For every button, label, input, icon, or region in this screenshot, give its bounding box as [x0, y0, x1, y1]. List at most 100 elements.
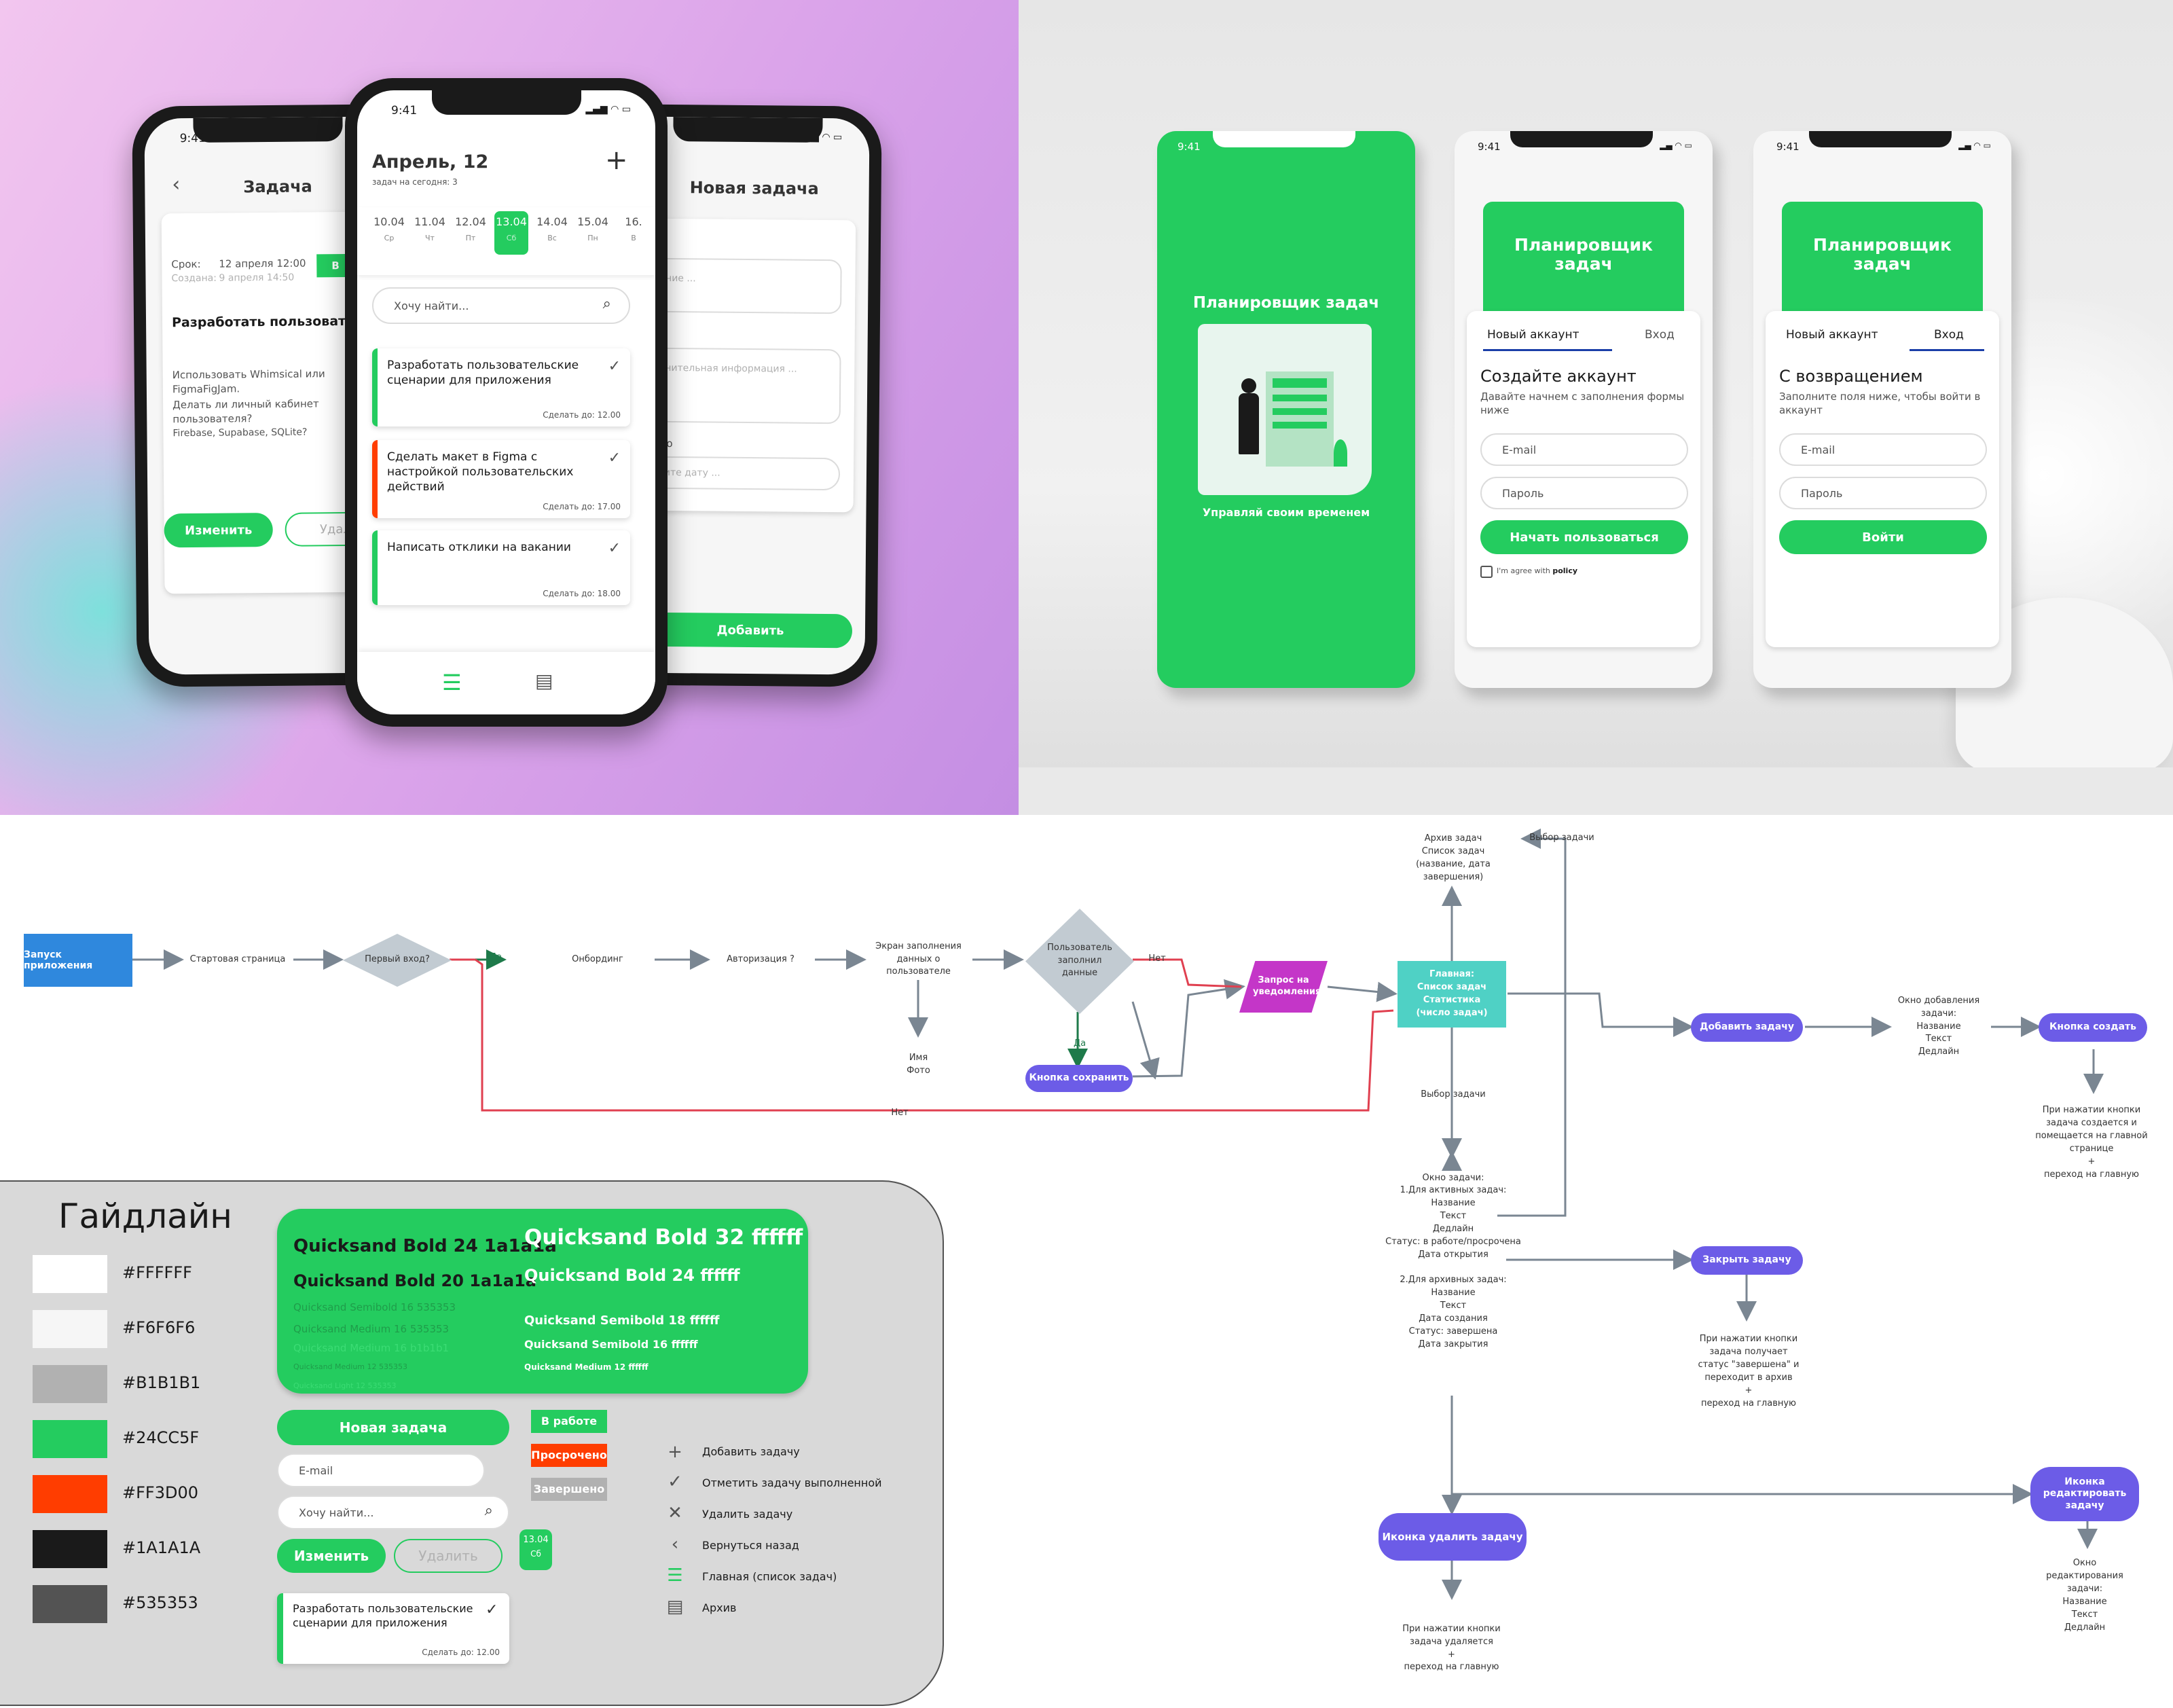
weekday-label: Пн — [587, 234, 598, 242]
task-card[interactable]: Написать отклики на вакании✓Сделать до: … — [372, 530, 630, 605]
weekday-label: Ср — [384, 234, 395, 242]
icon-label: Архив — [702, 1601, 737, 1614]
edit-button[interactable]: Изменить — [277, 1539, 386, 1573]
page-title: Задача — [243, 177, 312, 197]
agree-checkbox[interactable] — [1480, 566, 1493, 578]
tab-login[interactable]: Вход — [1645, 328, 1675, 342]
login-button[interactable]: Войти — [1779, 520, 1987, 554]
date-item[interactable]: 16.В — [617, 211, 651, 255]
task-title: Разработать пользовательские сценарии дл… — [171, 313, 356, 331]
node-create-button: Кнопка создать — [2039, 1013, 2147, 1042]
date-label: 12.04 — [455, 215, 486, 228]
flow-connectors — [132, 829, 2104, 1600]
color-label: #FF3D00 — [122, 1483, 199, 1502]
node-launch: Запуск приложения — [24, 934, 132, 987]
node-delete-note: При нажатии кнопки задача удаляется + пе… — [1402, 1623, 1501, 1673]
page-title: Новая задача — [689, 178, 819, 198]
list-icon[interactable]: ☰ — [442, 670, 462, 695]
node-add-window: Окно добавления задачи: Название Текст Д… — [1897, 995, 1980, 1057]
color-swatch — [33, 1585, 107, 1623]
search-icon: ⌕ — [484, 1502, 493, 1519]
color-swatch — [33, 1420, 107, 1458]
plus-icon: + — [668, 1442, 682, 1462]
node-fill-data: Экран заполнения данных о пользователе — [875, 941, 962, 977]
tab-new-account[interactable]: Новый аккаунт — [1786, 328, 1878, 342]
type-sample: Quicksand Bold 24 ffffff — [524, 1266, 740, 1285]
task-card[interactable]: Разработать пользовательские сценарии дл… — [277, 1593, 509, 1664]
icon-label: Добавить задачу — [702, 1445, 800, 1458]
guideline-panel: Гайдлайн #FFFFFF#F6F6F6#B1B1B1#24CC5F#FF… — [0, 1180, 944, 1706]
list-icon: ☰ — [667, 1565, 683, 1586]
icon-label: Отметить задачу выполненной — [702, 1476, 882, 1489]
new-task-button[interactable]: Новая задача — [277, 1410, 509, 1445]
app-title: Планировщик задач — [1782, 202, 1983, 324]
delete-button[interactable]: Удалить — [394, 1539, 503, 1573]
check-icon[interactable]: ✓ — [608, 358, 621, 375]
node-add-task: Добавить задачу — [1691, 1013, 1803, 1042]
check-icon[interactable]: ✓ — [608, 540, 621, 557]
type-sample: Quicksand Medium 12 535353 — [293, 1362, 407, 1371]
search-icon: ⌕ — [602, 295, 611, 312]
edit-button[interactable]: Изменить — [164, 512, 273, 548]
node-close-task: Закрыть задачу — [1691, 1246, 1803, 1275]
page-title: Апрель, 12 — [372, 151, 489, 172]
weekday-label: Вс — [547, 234, 557, 242]
node-task-window: Окно задачи: 1.Для активных задач: Назва… — [1385, 1172, 1521, 1349]
email-field[interactable]: E-mail — [277, 1453, 485, 1487]
search-input[interactable]: Хочу найти... ⌕ — [372, 287, 630, 324]
weekday-label: Чт — [425, 234, 435, 242]
task-card[interactable]: Сделать макет в Figma с настройкой польз… — [372, 440, 630, 518]
search-input[interactable]: Хочу найти...⌕ — [277, 1495, 509, 1529]
back-icon[interactable]: ‹ — [172, 172, 181, 197]
check-icon[interactable]: ✓ — [486, 1601, 498, 1618]
new-task-form: ие ание ... и лнительная информация ... … — [636, 218, 856, 513]
status-work: В работе — [531, 1410, 607, 1433]
type-sample: Quicksand Bold 20 1a1a1a — [293, 1271, 536, 1290]
status-time: 9:41 — [179, 131, 206, 146]
node-onboarding: Онбординг — [572, 953, 623, 964]
email-field[interactable]: E-mail — [1480, 433, 1688, 466]
password-field[interactable]: Пароль — [1779, 477, 1987, 509]
add-task-icon[interactable]: + — [605, 145, 628, 176]
task-card[interactable]: Разработать пользовательские сценарии дл… — [372, 348, 630, 426]
date-label: 13.04 — [496, 215, 527, 228]
task-text: Сделать макет в Figma с настройкой польз… — [387, 450, 574, 494]
password-field[interactable]: Пароль — [1480, 477, 1688, 509]
type-sample: Quicksand Semibold 18 ffffff — [524, 1313, 720, 1328]
add-button[interactable]: Добавить — [648, 612, 853, 649]
type-sample: Quicksand Semibold 16 535353 — [293, 1301, 456, 1313]
icon-label: Удалить задачу — [702, 1508, 793, 1521]
register-button[interactable]: Начать пользоваться — [1480, 520, 1688, 554]
email-field[interactable]: E-mail — [1779, 433, 1987, 466]
color-label: #1A1A1A — [122, 1538, 201, 1557]
color-label: #B1B1B1 — [122, 1373, 201, 1392]
color-swatch — [33, 1475, 107, 1513]
tab-new-account[interactable]: Новый аккаунт — [1487, 328, 1579, 342]
policy-link[interactable]: policy — [1552, 566, 1578, 575]
node-notifications: Запрос на уведомления — [1239, 961, 1328, 1013]
date-label: 14.04 — [536, 215, 568, 228]
register-screen: 9:41 ▂▄ ◠ ▭ Планировщик задач Новый акка… — [1455, 131, 1713, 688]
weekday-label: В — [631, 234, 636, 242]
type-sample: Quicksand Bold 24 1a1a1a — [293, 1236, 557, 1256]
node-close-note: При нажатии кнопки задача получает стату… — [1698, 1334, 1800, 1409]
check-icon[interactable]: ✓ — [608, 450, 621, 467]
mockup-panel-tasks: 9:41 ‹ Задача Срок: 12 апреля 12:00 Созд… — [0, 0, 1019, 815]
node-archive: Архив задач Список задач (название, дата… — [1416, 833, 1491, 882]
tab-login[interactable]: Вход — [1934, 328, 1964, 342]
archive-icon[interactable]: ▤ — [535, 670, 553, 692]
title-input[interactable]: ание ... — [638, 257, 842, 314]
close-icon: ✕ — [668, 1503, 682, 1523]
node-save-button: Кнопка сохранить — [1025, 1065, 1133, 1092]
color-label: #535353 — [122, 1593, 198, 1612]
color-swatch — [33, 1255, 107, 1293]
